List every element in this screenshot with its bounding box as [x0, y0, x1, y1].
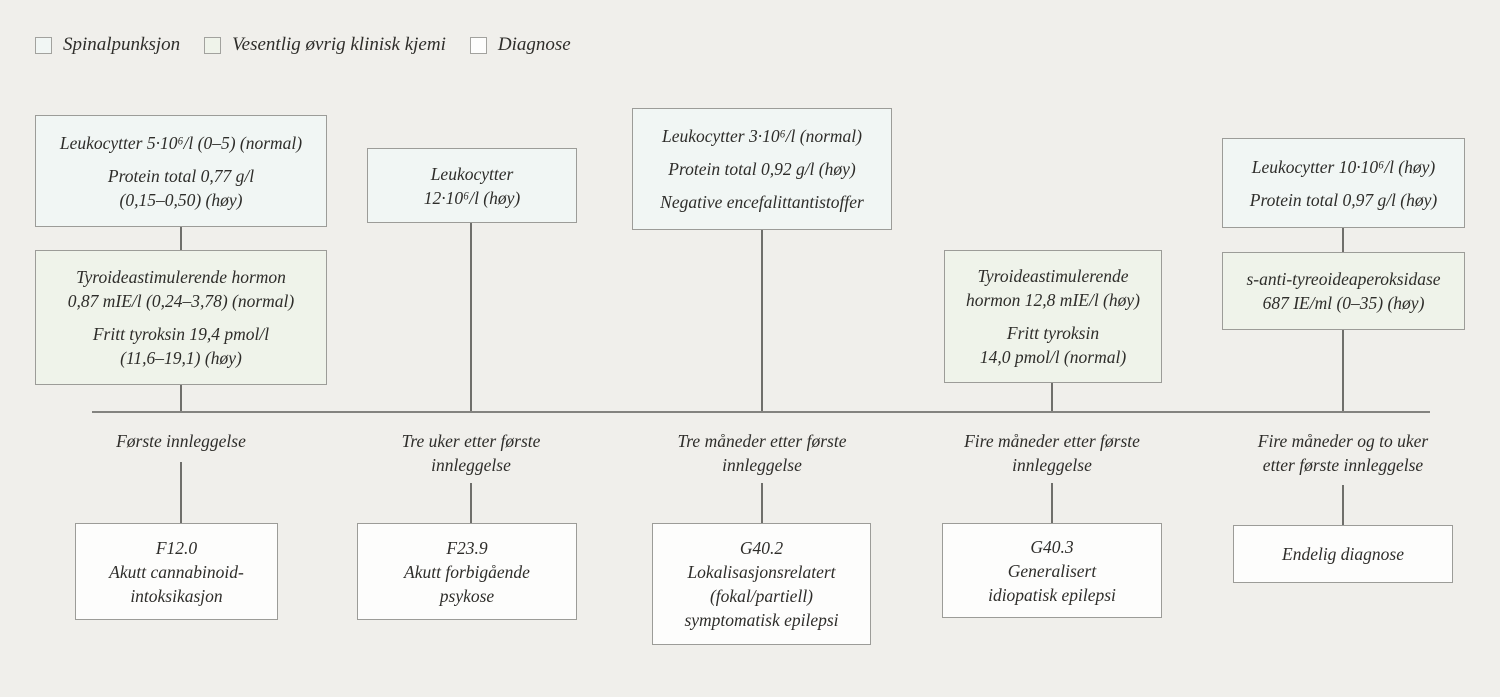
connector-line	[470, 483, 472, 523]
lab-values: Negative encefalittantistoffer	[660, 192, 864, 212]
lab-values: Fritt tyroksin 19,4 pmol/l(11,6–19,1) (h…	[92, 324, 270, 368]
lab-values: Leukocytter 3·10⁶/l (normal)	[661, 126, 862, 146]
legend: Spinalpunksjon Vesentlig øvrig klinisk k…	[35, 34, 571, 56]
legend-label: Diagnose	[497, 34, 571, 55]
lab-box-spinal-col5: Leukocytter 10·10⁶/l (høy) Protein total…	[1222, 138, 1465, 228]
spinalpunksjon-swatch-icon	[35, 36, 52, 54]
connector-line	[1051, 483, 1053, 523]
time-label-col1: Første innleggelse	[116, 431, 246, 451]
lab-values: Protein total 0,97 g/l (høy)	[1249, 189, 1438, 210]
lab-values: Protein total 0,77 g/l(0,15–0,50) (høy)	[107, 165, 255, 210]
connector-line	[180, 385, 182, 413]
legend-item-diagnose: Diagnose	[469, 34, 571, 56]
klinisk-kjemi-swatch-icon	[204, 36, 222, 54]
timeline-axis	[92, 411, 1430, 413]
connector-line	[1342, 330, 1344, 413]
lab-values: Protein total 0,92 g/l (høy)	[668, 159, 856, 179]
connector-line	[761, 483, 763, 523]
connector-line	[761, 230, 763, 413]
connector-line	[470, 223, 472, 413]
connector-line	[180, 462, 182, 523]
diagnosis-box-col5: Endelig diagnose	[1233, 525, 1453, 583]
connector-line	[1342, 228, 1344, 252]
lab-values: Leukocytter 5·10⁶/l (0–5) (normal)	[59, 132, 303, 153]
lab-box-spinal-col3: Leukocytter 3·10⁶/l (normal) Protein tot…	[632, 108, 892, 230]
lab-values: Leukocytter 10·10⁶/l (høy)	[1251, 156, 1436, 177]
diagnosis-text: Endelig diagnose	[1282, 544, 1404, 564]
lab-box-spinal-col1: Leukocytter 5·10⁶/l (0–5) (normal) Prote…	[35, 115, 327, 227]
legend-label: Spinalpunksjon	[63, 34, 181, 55]
connector-line	[1051, 383, 1053, 413]
connector-line	[1342, 485, 1344, 525]
legend-item-klinisk-kjemi: Vesentlig øvrig klinisk kjemi	[204, 34, 446, 56]
legend-item-spinalpunksjon: Spinalpunksjon	[35, 34, 180, 56]
diagnose-swatch-icon	[469, 36, 487, 54]
connector-line	[180, 227, 182, 250]
legend-label: Vesentlig øvrig klinisk kjemi	[232, 34, 446, 55]
